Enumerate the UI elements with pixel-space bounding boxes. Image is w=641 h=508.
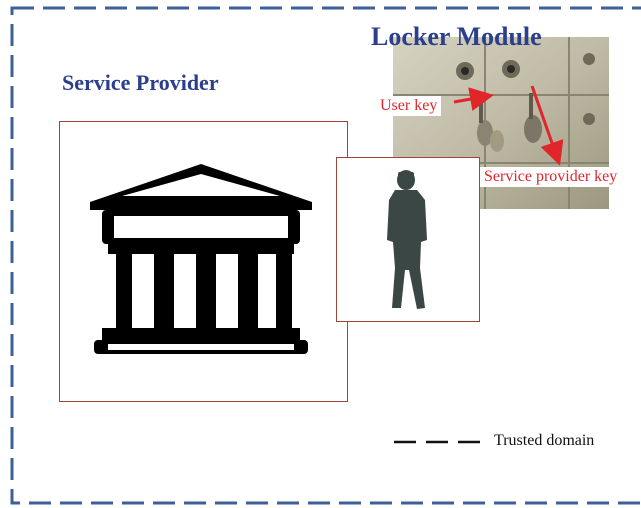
- user-key-label: User key: [376, 96, 442, 116]
- trusted-domain-label: Trusted domain: [494, 432, 595, 449]
- service-provider-key-arrow: [530, 85, 564, 166]
- user-box: [336, 157, 480, 322]
- bank-building-icon: [90, 164, 312, 354]
- dashed-line-legend-icon: [394, 440, 490, 444]
- service-provider-box: [59, 121, 348, 402]
- user-key-arrow: [453, 87, 494, 111]
- locker-module-title: Locker Module: [371, 22, 542, 51]
- person-silhouette-icon: [387, 170, 427, 309]
- service-provider-key-label: Service provider key: [480, 167, 622, 187]
- service-provider-title: Service Provider: [62, 70, 219, 95]
- legend: Trusted domain: [392, 430, 622, 454]
